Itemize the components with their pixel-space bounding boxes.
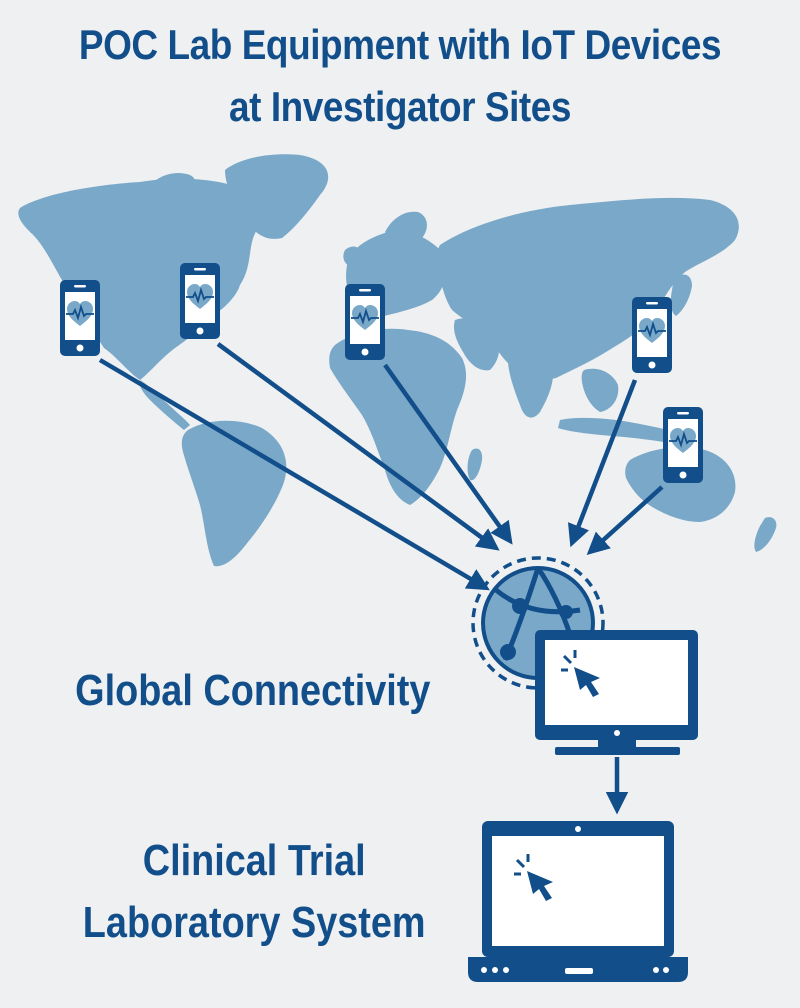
connectivity-text: Global Connectivity [75,666,431,715]
site-device-europe [344,283,386,361]
map-asia [437,197,739,380]
connection-arrows [98,342,664,815]
map-south-america [181,420,287,567]
title-line-1: POC Lab Equipment with IoT Devices [78,21,722,68]
map-canada-islands [150,173,196,197]
map-madagascar [467,448,483,481]
map-north-america [18,178,263,380]
arrow-site-3 [383,363,513,545]
map-australia [625,447,736,522]
clinical-trial-lab-label: Clinical Trial Laboratory System [65,830,443,954]
site-device-australia [662,406,704,484]
arrow-site-5 [586,485,664,556]
site-device-east-asia [631,296,673,374]
laptop-icon [468,821,688,982]
map-uk [343,246,362,267]
lab-label-line-1: Clinical Trial [142,836,366,885]
arrow-site-1 [98,358,490,591]
page-title: POC Lab Equipment with IoT Devices at In… [48,14,752,138]
global-connectivity-label: Global Connectivity [55,660,451,722]
site-device-north-america-west [59,279,101,357]
site-device-north-america-east [179,262,221,340]
map-africa [329,328,467,505]
map-indonesia [558,417,690,446]
map-greenland [225,154,329,239]
map-new-zealand [754,517,777,552]
map-southeast-asia [581,368,619,412]
globe-network-icon [471,556,605,690]
map-arabia [453,318,500,371]
arrow-site-4 [567,379,638,548]
lab-label-line-2: Laboratory System [82,898,426,947]
arrow-site-2 [216,342,500,551]
map-japan [670,274,692,316]
map-india [508,346,554,418]
desktop-monitor-icon [535,630,698,755]
title-line-2: at Investigator Sites [229,83,571,130]
world-map [18,154,777,567]
map-scandinavia [385,211,427,243]
